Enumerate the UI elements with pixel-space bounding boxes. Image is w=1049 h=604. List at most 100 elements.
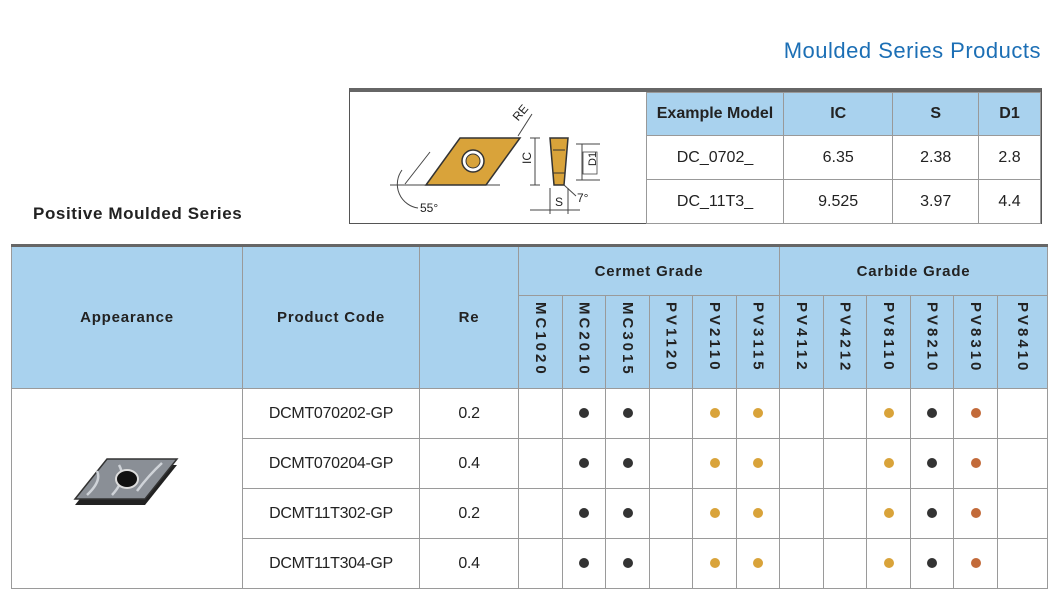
grade-availability-cell: [735, 438, 781, 489]
spec-box: RE IC D1 S 7° 55°: [349, 88, 1042, 224]
appearance-cell: [11, 388, 243, 589]
availability-dot-icon: [927, 407, 938, 418]
re-cell: 0.2: [419, 488, 519, 539]
grade-name-label: PV1120: [662, 302, 680, 373]
spec-cell: 4.4: [978, 179, 1041, 224]
grade-availability-cell: [779, 538, 825, 589]
grade-table: Appearance Product Code Re Cermet Grade …: [11, 244, 1049, 589]
availability-dot-icon: [622, 457, 633, 468]
grade-availability-cell: [562, 438, 606, 489]
availability-dot-icon: [970, 557, 981, 568]
series-title: Positive Moulded Series: [33, 204, 243, 223]
grade-availability-cell: [823, 538, 868, 589]
spec-header-d1: D1: [978, 92, 1041, 136]
availability-dot-icon: [622, 407, 633, 418]
availability-dot-icon: [970, 507, 981, 518]
availability-dot-icon: [622, 557, 633, 568]
grade-names-row: MC1020 MC2010 MC3015 PV1120 PV2110 PV3115 PV41…: [12, 295, 1049, 389]
d1-label: D1: [587, 152, 599, 166]
grade-name-header: MC1020: [518, 295, 563, 389]
grade-availability-cell: [649, 438, 693, 489]
grade-availability-cell: [953, 538, 999, 589]
spec-header-ic: IC: [782, 92, 894, 136]
product-code-header: Product Code: [242, 245, 420, 389]
grade-availability-cell: [649, 488, 693, 539]
availability-dot-icon: [579, 507, 589, 518]
availability-dot-icon: [709, 557, 720, 568]
appearance-header: Appearance: [11, 245, 243, 389]
grade-availability-cell: [692, 538, 737, 589]
grade-name-label: PV8410: [1014, 302, 1032, 374]
grade-availability-cell: [518, 438, 563, 489]
grade-name-label: MC2010: [575, 302, 593, 377]
re-cell: 0.4: [419, 538, 519, 589]
availability-dot-icon: [753, 507, 764, 518]
grade-name-header: PV3115: [735, 295, 781, 389]
grade-availability-cell: [779, 388, 825, 439]
spec-header-s: S: [892, 92, 980, 136]
grade-availability-cell: [823, 488, 868, 539]
grade-name-header: PV4212: [823, 295, 868, 389]
grade-availability-cell: [997, 488, 1049, 539]
spec-table: Example Model IC S D1 DC_0702_ 6.35 2.38…: [646, 92, 1041, 224]
availability-dot-icon: [927, 507, 938, 518]
cermet-grade-header: Cermet Grade: [517, 245, 781, 296]
grade-availability-cell: [953, 388, 999, 439]
grade-availability-cell: [649, 538, 693, 589]
spec-header-row: Example Model IC S D1: [646, 92, 1041, 136]
spec-cell: 3.97: [892, 179, 980, 224]
grade-availability-cell: [562, 488, 606, 539]
availability-dot-icon: [927, 457, 938, 468]
re-cell: 0.2: [419, 388, 519, 439]
grade-availability-cell: [910, 438, 955, 489]
angle-leader: [404, 151, 431, 185]
re-leader: [517, 113, 533, 137]
grade-name-header: PV1120: [649, 295, 693, 389]
product-code-cell: DCMT11T304-GP: [242, 538, 420, 589]
grade-availability-cell: [823, 388, 868, 439]
re-header: Re: [419, 245, 519, 389]
grade-availability-cell: [866, 438, 912, 489]
availability-dot-icon: [753, 557, 764, 568]
insert-side-view: [549, 137, 569, 186]
grade-availability-cell: [953, 438, 999, 489]
grade-availability-cell: [562, 388, 606, 439]
s-label: S: [555, 195, 563, 209]
grade-availability-cell: [866, 488, 912, 539]
grade-availability-cell: [692, 438, 737, 489]
spec-cell: 2.38: [892, 135, 980, 180]
availability-dot-icon: [579, 457, 589, 468]
grade-availability-cell: [735, 538, 781, 589]
grade-availability-cell: [997, 388, 1049, 439]
angle-label: 55°: [420, 201, 438, 215]
page-title: Moulded Series Products: [783, 38, 1041, 63]
grade-name-label: PV3115: [749, 302, 767, 373]
grade-availability-cell: [910, 538, 955, 589]
grade-name-header: PV8410: [997, 295, 1049, 389]
product-code-cell: DCMT070204-GP: [242, 438, 420, 489]
grade-name-header: PV2110: [692, 295, 737, 389]
grade-availability-cell: [605, 388, 650, 439]
grade-availability-cell: [605, 538, 650, 589]
grade-availability-cell: [910, 488, 955, 539]
grade-group-header-row: Appearance Product Code Re Cermet Grade …: [11, 245, 1049, 389]
availability-dot-icon: [883, 557, 894, 568]
availability-dot-icon: [753, 457, 764, 468]
grade-availability-cell: [735, 488, 781, 539]
product-code-cell: DCMT070202-GP: [242, 388, 420, 439]
grade-name-header: PV8110: [866, 295, 912, 389]
spec-cell: 9.525: [782, 179, 894, 224]
spec-row: DC_11T3_ 9.525 3.97 4.4: [646, 179, 1041, 224]
grade-availability-cell: [866, 538, 912, 589]
spec-header-model: Example Model: [646, 92, 784, 136]
grade-name-header: PV4112: [779, 295, 825, 389]
availability-dot-icon: [927, 557, 938, 568]
insert-dimension-drawing: RE IC D1 S 7° 55°: [390, 102, 600, 215]
availability-dot-icon: [883, 407, 894, 418]
spec-row: DC_0702_ 6.35 2.38 2.8: [646, 135, 1041, 180]
grade-name-header: MC3015: [605, 295, 650, 389]
ic-label: IC: [520, 152, 534, 164]
grade-name-header: PV8310: [953, 295, 999, 389]
insert-hole-inner: [465, 153, 481, 169]
